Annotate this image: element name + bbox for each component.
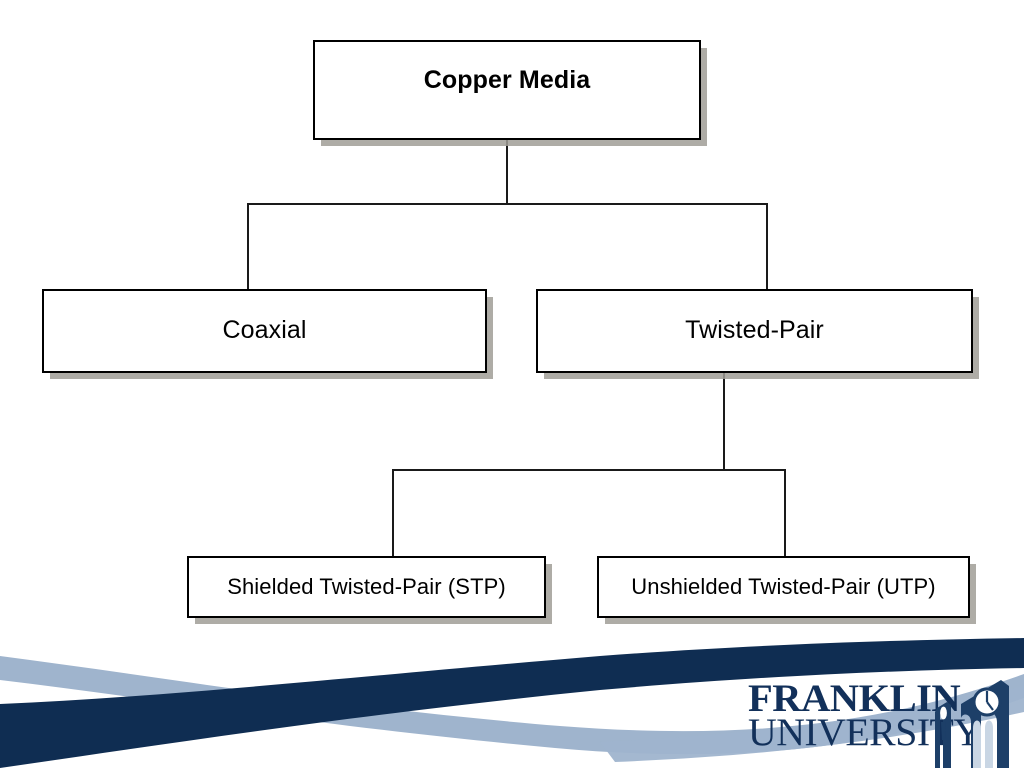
connector-drop-twisted-pair [766,203,768,291]
connector-twisted-pair-stem [723,373,725,471]
logo-text-franklin: FRANKLIN [748,677,961,720]
connector-drop-stp [392,469,394,558]
wave-dark [0,638,1024,768]
diagram-node-shielded-twisted-pair[interactable]: Shielded Twisted-Pair (STP) [187,556,546,618]
connector-drop-coaxial [247,203,249,291]
bell-tower-icon [935,680,1009,768]
connector-bottom-bus [392,469,786,471]
diagram-node-unshielded-twisted-pair[interactable]: Unshielded Twisted-Pair (UTP) [597,556,970,618]
diagram-node-label: Coaxial [222,316,307,345]
diagram-node-label: Shielded Twisted-Pair (STP) [227,573,506,599]
logo-wordmark: FRANKLIN UNIVERSITY [748,679,982,753]
diagram-node-twisted-pair[interactable]: Twisted-Pair [536,289,973,373]
footer-wave-decoration [0,638,1024,768]
logo-text-university: UNIVERSITY [748,711,982,755]
connector-root-stem [506,140,508,205]
diagram-node-label: Unshielded Twisted-Pair (UTP) [631,573,936,599]
connector-top-bus [247,203,768,205]
franklin-university-logo: FRANKLIN UNIVERSITY [748,679,1024,768]
diagram-node-label: Copper Media [423,66,591,94]
diagram-node-label: Twisted-Pair [685,316,824,345]
diagram-node-coaxial[interactable]: Coaxial [42,289,487,373]
diagram-node-copper-media[interactable]: Copper Media [313,40,701,140]
wave-light-tail [600,686,1024,762]
connector-drop-utp [784,469,786,558]
